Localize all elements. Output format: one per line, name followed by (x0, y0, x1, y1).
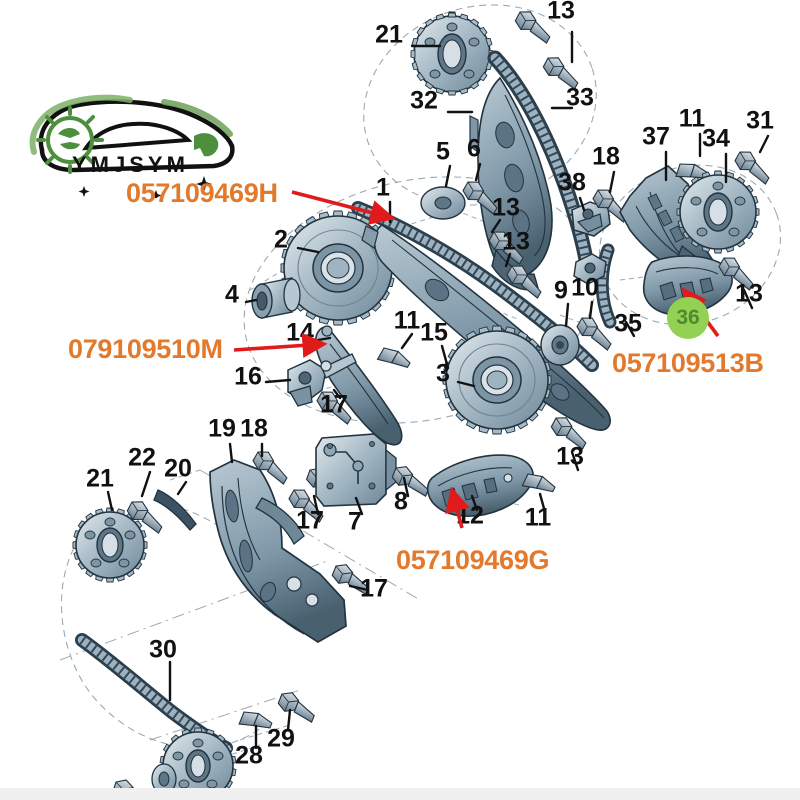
part-number-label-079109510M: 079109510M (68, 334, 223, 364)
callout-number-21: 21 (375, 21, 403, 49)
callout-number-13: 13 (502, 228, 530, 256)
part-5-washer (420, 186, 466, 220)
leader-lines (106, 30, 770, 750)
gear-icon (36, 106, 104, 174)
callout-number-13: 13 (547, 0, 575, 25)
callout-number-32: 32 (410, 87, 438, 115)
callout-number-19: 19 (208, 415, 236, 443)
part-38-bracket-small (571, 201, 611, 237)
callout-number-38: 38 (558, 169, 586, 197)
part-7-cover-plate (315, 433, 397, 507)
part-21-upper-sprocket (410, 11, 494, 96)
highlight-badge-36: 36 (667, 297, 709, 339)
part-9-washer (540, 324, 580, 366)
callout-number-29: 29 (267, 725, 295, 753)
callout-number-31: 31 (746, 107, 774, 135)
part-bottom-sprocket (159, 727, 237, 800)
wrench-icon (194, 133, 219, 157)
part-16-chain-tensioner (287, 353, 357, 407)
callout-number-11: 11 (525, 504, 552, 532)
part-33-timing-chain (487, 50, 596, 280)
part-20-small-rail (153, 489, 197, 531)
callout-number-4: 4 (225, 281, 239, 309)
callout-number-37: 37 (642, 123, 670, 151)
part-19-guide-bracket-large (209, 459, 347, 643)
callout-number-2: 2 (274, 226, 288, 254)
callout-number-21: 21 (86, 465, 114, 493)
callout-number-11: 11 (394, 307, 421, 335)
part-3-crankshaft-sprocket (442, 325, 552, 435)
part-34-right-sprocket (676, 170, 760, 254)
part-21-lower-sprocket (72, 507, 148, 583)
callout-number-17: 17 (320, 391, 348, 419)
part-chain-right-short (595, 243, 617, 329)
part-4-bushing (251, 277, 301, 319)
callout-number-11: 11 (679, 105, 706, 133)
callout-number-14: 14 (286, 319, 314, 347)
callout-number-30: 30 (149, 636, 177, 664)
callout-number-34: 34 (702, 125, 730, 153)
part-number-label-057109469H: 057109469H (126, 178, 278, 208)
callout-number-13: 13 (556, 443, 584, 471)
callout-number-18: 18 (240, 415, 268, 443)
callout-number-6: 6 (467, 135, 481, 163)
part-number-label-057109513B: 057109513B (612, 348, 764, 378)
callout-number-5: 5 (436, 138, 450, 166)
part-29-bolt (275, 688, 320, 723)
callout-number-10: 10 (571, 274, 599, 302)
sparkle-icons (78, 176, 212, 198)
callout-number-7: 7 (348, 508, 362, 536)
brand-wordmark: YMJSYM (72, 152, 189, 177)
part-35-bracket (573, 253, 607, 285)
arrow-057109469G (445, 486, 470, 529)
callout-number-1: 1 (376, 174, 390, 202)
part-bottom-washer (151, 763, 177, 795)
callout-number-15: 15 (420, 319, 448, 347)
callout-number-9: 9 (554, 277, 568, 305)
arrow-057109469H (291, 190, 396, 225)
callout-number-28: 28 (235, 742, 263, 770)
callout-number-17: 17 (296, 507, 324, 535)
callout-number-20: 20 (164, 455, 192, 483)
part-11-pin-mid (376, 343, 413, 375)
arrow-079109510M (233, 332, 328, 359)
ymjsym-logo (29, 94, 235, 198)
callout-number-13: 13 (492, 194, 520, 222)
callout-number-8: 8 (394, 488, 408, 516)
part-14-tensioner-rail (314, 325, 403, 446)
callout-number-22: 22 (128, 444, 156, 472)
part-number-label-057109469G: 057109469G (396, 545, 550, 575)
callout-number-18: 18 (592, 143, 620, 171)
bottom-edge-strip (0, 788, 800, 800)
callout-number-16: 16 (234, 363, 262, 391)
